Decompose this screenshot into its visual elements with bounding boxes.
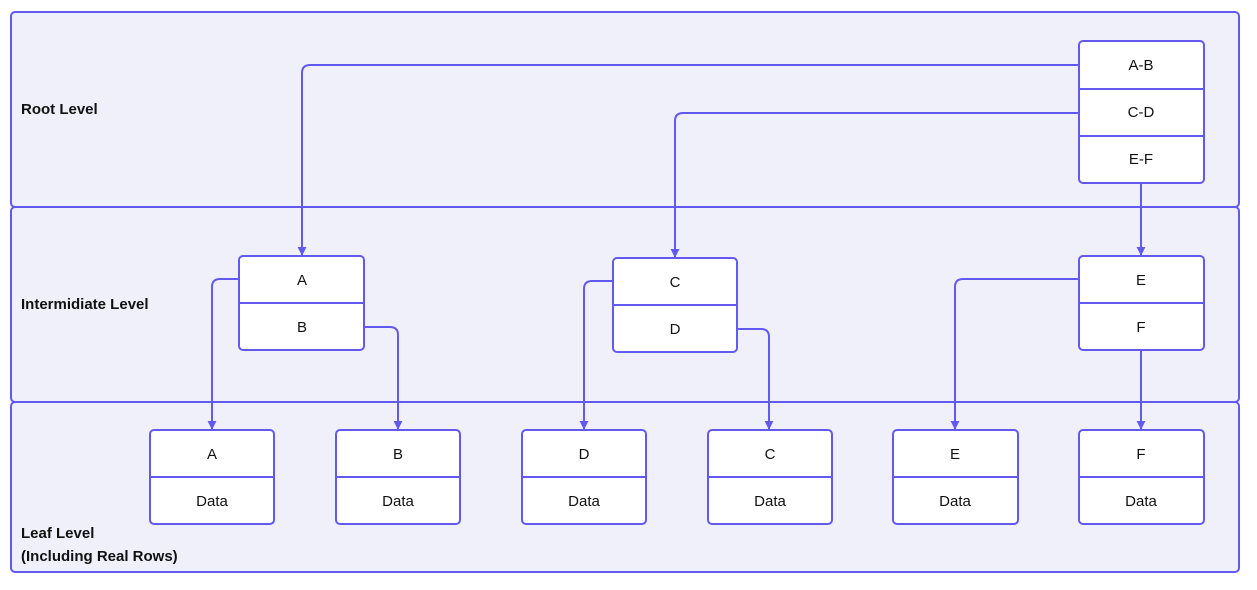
leaf-data-f: Data	[1125, 493, 1157, 510]
leaf-key-f: F	[1136, 446, 1145, 463]
leaf-key-d: D	[579, 446, 590, 463]
inter-cell-a: A	[297, 272, 307, 289]
leaf-node-e: E Data	[892, 429, 1019, 525]
root-cell-a-b: A-B	[1128, 57, 1153, 74]
leaf-data-a: Data	[196, 493, 228, 510]
leaf-key-b: B	[393, 446, 403, 463]
inter-cell-b: B	[297, 319, 307, 336]
inter-cell-e: E	[1136, 272, 1146, 289]
leaf-key-c: C	[765, 446, 776, 463]
lane-root: Root Level	[10, 11, 1240, 208]
inter-node-ab: A B	[238, 255, 365, 351]
edge-root-cd-to-inter-cd	[670, 112, 1079, 258]
edge-inter-b-to-leaf-b	[364, 326, 403, 430]
leaf-data-d: Data	[568, 493, 600, 510]
inter-cell-c: C	[670, 274, 681, 291]
root-cell-e-f: E-F	[1129, 151, 1153, 168]
leaf-data-e: Data	[939, 493, 971, 510]
root-cell-c-d: C-D	[1128, 104, 1155, 121]
inter-node-ef: E F	[1078, 255, 1205, 351]
lane-label-leaf-line2: (Including Real Rows)	[21, 548, 178, 565]
lane-label-leaf-line1: Leaf Level	[21, 525, 94, 542]
lane-label-intermediate: Intermidiate Level	[21, 296, 149, 313]
leaf-node-f: F Data	[1078, 429, 1205, 525]
edge-root-ab-to-inter-ab	[297, 64, 1079, 256]
leaf-key-e: E	[950, 446, 960, 463]
edge-inter-e-to-leaf-e	[950, 278, 1079, 430]
edge-inter-d-to-leaf-c	[737, 328, 774, 430]
leaf-node-b: B Data	[335, 429, 461, 525]
leaf-node-c: C Data	[707, 429, 833, 525]
leaf-data-b: Data	[382, 493, 414, 510]
leaf-data-c: Data	[754, 493, 786, 510]
root-node: A-B C-D E-F	[1078, 40, 1205, 184]
leaf-node-d: D Data	[521, 429, 647, 525]
leaf-key-a: A	[207, 446, 217, 463]
edge-inter-c-to-leaf-d	[579, 280, 613, 430]
inter-cell-f: F	[1136, 319, 1145, 336]
lane-label-root: Root Level	[21, 101, 98, 118]
inter-cell-d: D	[670, 321, 681, 338]
edge-inter-a-to-leaf-a	[207, 278, 239, 430]
inter-node-cd: C D	[612, 257, 738, 353]
leaf-node-a: A Data	[149, 429, 275, 525]
